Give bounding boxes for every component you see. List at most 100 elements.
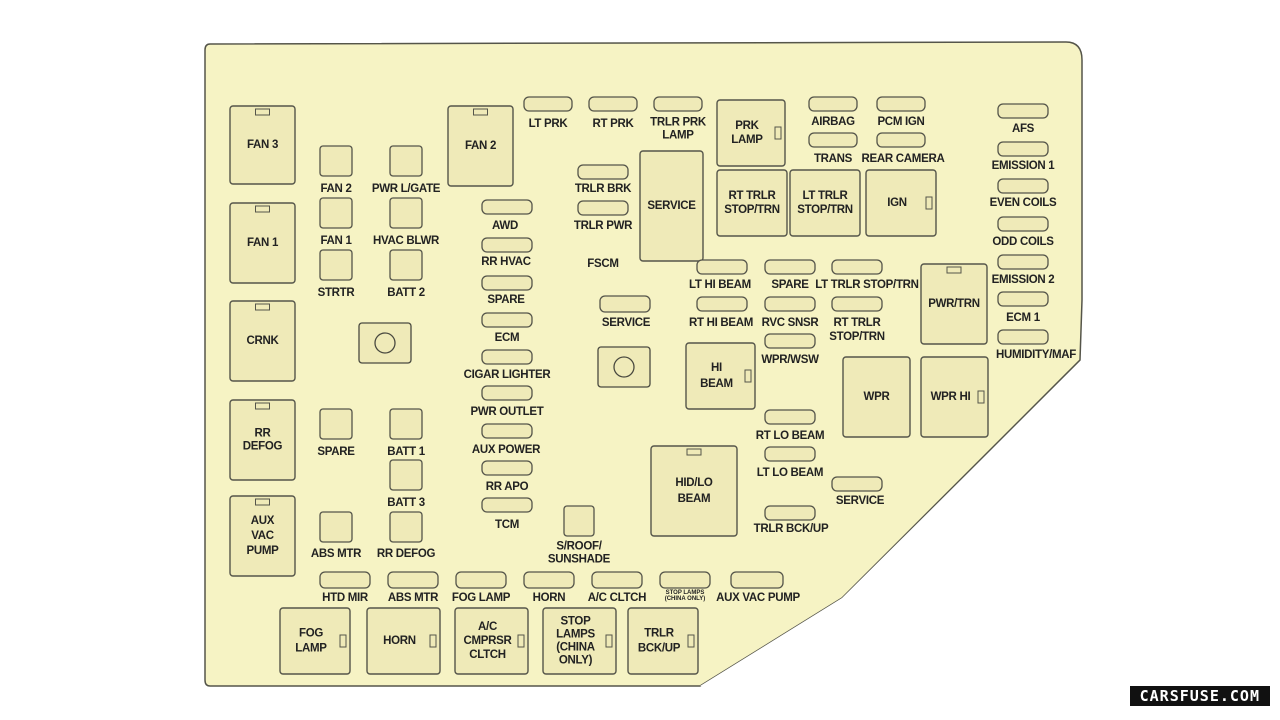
fuse-label: LT TRLR STOP/TRN xyxy=(815,279,918,291)
fuse-rvc-snsr: RVC SNSR xyxy=(762,296,820,329)
fuse-label: HVAC BLWR xyxy=(373,235,440,247)
fuse-body xyxy=(481,497,533,513)
relay-tab xyxy=(744,369,752,383)
fuse-label: STOP/TRN xyxy=(829,331,885,343)
fuse-fscm: FSCM xyxy=(587,258,619,270)
fuse-fog-lamp: FOG LAMP xyxy=(452,571,511,604)
fuse-label: SPARE xyxy=(771,279,809,291)
fuse-body xyxy=(591,571,643,589)
fuse-body xyxy=(387,571,439,589)
relay-tab xyxy=(429,634,437,648)
fuse-rt-lo-beam: RT LO BEAM xyxy=(756,409,825,442)
relay-pwr-trn: PWR/TRN xyxy=(920,263,988,345)
fuse-body xyxy=(319,571,371,589)
relay-label: TRLR xyxy=(644,628,674,640)
fuse-abs-mtr: ABS MTR xyxy=(387,571,439,604)
fuse-body xyxy=(389,408,423,440)
fuse-label: STRTR xyxy=(318,287,356,299)
fuse-body xyxy=(997,291,1049,307)
fuse-body xyxy=(389,145,423,177)
relay-body xyxy=(229,202,296,284)
relay-body xyxy=(920,356,989,438)
fuse-pwr-outlet: PWR OUTLET xyxy=(470,385,544,418)
relay-label: FAN 3 xyxy=(247,139,278,151)
fuse-label: HTD MIR xyxy=(322,592,369,604)
relay-tab xyxy=(255,205,270,213)
fuse-label: PCM IGN xyxy=(877,116,924,128)
fuse-ecm1: ECM 1 xyxy=(997,291,1049,324)
fuse-label: AUX POWER xyxy=(472,444,541,456)
relay-service: SERVICE xyxy=(639,150,704,262)
fuse-label: RT HI BEAM xyxy=(689,317,753,329)
relay-label: RR xyxy=(254,428,271,440)
fuse-label: RR APO xyxy=(486,481,529,493)
fuse-label: FOG LAMP xyxy=(452,592,511,604)
fuse-label: FAN 1 xyxy=(320,235,352,247)
fuse-airbag: AIRBAG xyxy=(808,96,858,128)
fuse-label: SERVICE xyxy=(836,495,885,507)
relay-tab xyxy=(255,498,270,506)
fuse-trlr-bckup: TRLR BCK/UP xyxy=(754,505,829,535)
fuse-body xyxy=(389,249,423,281)
relay-body xyxy=(627,607,699,675)
fuse-label: CIGAR LIGHTER xyxy=(464,369,552,381)
relay-body xyxy=(229,105,296,185)
fuse-label: TRANS xyxy=(814,153,853,165)
fuse-odd-coils: ODD COILS xyxy=(992,216,1055,248)
fuse-label: BATT 1 xyxy=(387,446,426,458)
relay-body xyxy=(920,263,988,345)
fuse-spare-left: SPARE xyxy=(317,408,356,458)
fuse-label: TRLR PRK xyxy=(650,117,707,129)
fuse-lt-trlr-stop-trn: LT TRLR STOP/TRN xyxy=(815,259,919,291)
relay-label: LAMP xyxy=(295,643,327,655)
fuse-stop-lamps-china-small: STOP LAMPS(CHINA ONLY) xyxy=(659,571,711,602)
fuse-body xyxy=(319,249,353,281)
relay-tab xyxy=(946,266,962,274)
fuse-service-right: SERVICE xyxy=(831,476,885,507)
fuse-body xyxy=(577,200,629,216)
fuse-body xyxy=(696,296,748,312)
fuse-pcm-ign: PCM IGN xyxy=(876,96,926,128)
fuse-rt-hi-beam: RT HI BEAM xyxy=(689,296,753,329)
fuse-body xyxy=(876,96,926,112)
fuse-emission2: EMISSION 2 xyxy=(992,254,1055,286)
fuse-label: HORN xyxy=(533,592,566,604)
mounting-screw-left xyxy=(358,322,412,364)
fuse-tcm: TCM xyxy=(481,497,533,531)
fuse-label: RT TRLR xyxy=(833,317,881,329)
fuse-body xyxy=(319,511,353,543)
fuse-body xyxy=(808,132,858,148)
fuse-lt-prk: LT PRK xyxy=(523,96,573,130)
fuse-label: S/ROOF/ xyxy=(556,541,602,553)
fuse-label: EVEN COILS xyxy=(990,197,1057,209)
fuse-service-small: SERVICE xyxy=(599,295,651,329)
fuse-body xyxy=(481,423,533,439)
fuse-label: LT LO BEAM xyxy=(757,467,823,479)
fuse-body xyxy=(523,96,573,112)
relay-body xyxy=(542,607,617,675)
fuse-htd-mir: HTD MIR xyxy=(319,571,371,604)
relay-wpr-hi: WPR HI xyxy=(920,356,989,438)
fuse-body xyxy=(876,132,926,148)
relay-ign: IGN xyxy=(865,169,937,237)
relay-label: CLTCH xyxy=(469,649,506,661)
fuse-rr-hvac: RR HVAC xyxy=(481,237,533,268)
fuse-body xyxy=(481,385,533,401)
fuse-body xyxy=(389,197,423,229)
fuse-label: SERVICE xyxy=(602,317,651,329)
fuse-label: EMISSION 2 xyxy=(992,274,1055,286)
fuse-label: PWR OUTLET xyxy=(470,406,543,418)
fuse-rear-camera: REAR CAMERA xyxy=(862,132,945,165)
relay-label: A/C xyxy=(478,621,497,633)
fuse-label: LT HI BEAM xyxy=(689,279,751,291)
fuse-label: STOP LAMPS xyxy=(666,590,705,596)
fuse-body xyxy=(764,296,816,312)
fuse-fan2: FAN 2 xyxy=(319,145,353,195)
